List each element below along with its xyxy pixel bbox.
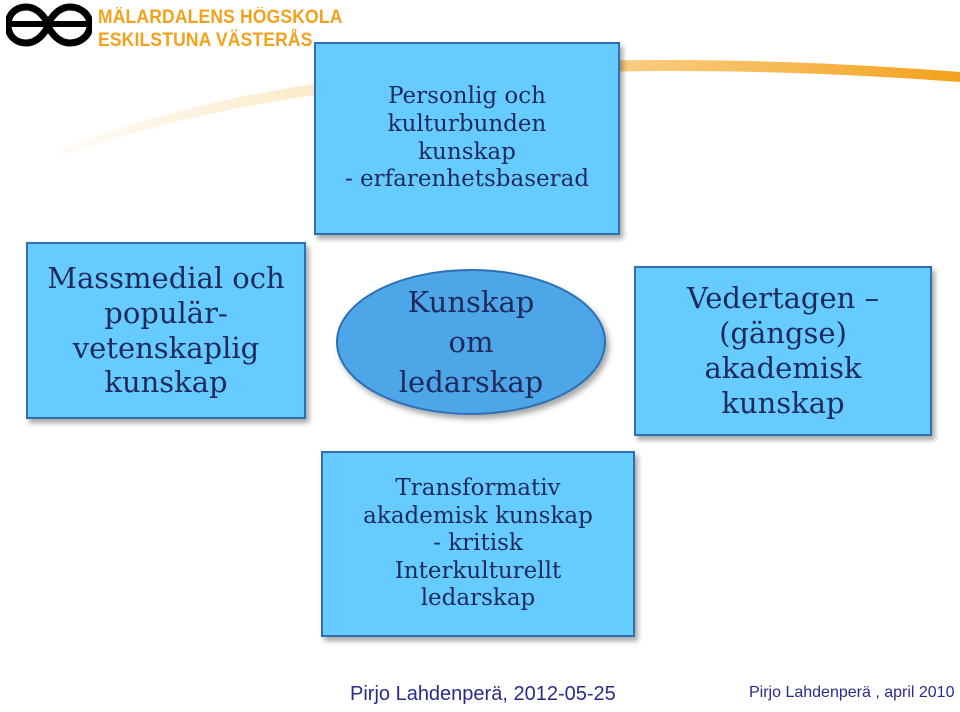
box-line: kunskap [104,365,228,400]
box-line: Interkulturellt [394,557,562,584]
box-line: ledarskap [420,585,536,612]
footer-author-date: Pirjo Lahdenperä, 2012-05-25 [350,683,616,705]
ellipse-line: Kunskap [407,285,535,319]
box-line: vetenskaplig [72,330,260,365]
box-line: akademisk kunskap [363,502,593,529]
center-ellipse [336,269,606,415]
center-ellipse-label: Kunskap om ledarskap [334,282,608,402]
institution-name: MÄLARDALENS HÖGSKOLA ESKILSTUNA VÄSTERÅS [98,6,343,52]
ellipse-line: om [448,325,494,359]
box-line: Personlig och [388,83,546,110]
logo-line-2: ESKILSTUNA VÄSTERÅS [98,30,313,51]
box-line: kunskap [418,138,516,165]
box-line: populär- [104,295,228,330]
box-academic-knowledge: Vedertagen – (gängse) akademisk kunskap [634,266,932,436]
box-line: akademisk [704,351,862,385]
box-line: Transformativ [395,475,561,502]
box-transformative-knowledge: Transformativ akademisk kunskap - kritis… [321,451,635,637]
box-mass-media-knowledge: Massmedial och populär- vetenskaplig kun… [26,242,306,419]
box-line: Massmedial och [47,260,285,295]
box-line: kunskap [721,385,845,420]
ellipse-line: ledarskap [398,365,544,399]
box-line: - kritisk [433,530,523,557]
box-personal-knowledge: Personlig och kulturbunden kunskap - erf… [314,42,620,235]
orange-swoosh-decoration [60,59,960,156]
malardalen-logo-mark [6,3,92,47]
box-line: (gängse) [719,316,847,351]
box-line: kulturbunden [387,110,547,137]
logo-line-1: MÄLARDALENS HÖGSKOLA [98,7,343,28]
box-line: - erfarenhetsbaserad [344,166,590,193]
box-line: Vedertagen – [686,281,880,316]
footer-author-april: Pirjo Lahdenperä , april 2010 [749,684,955,701]
